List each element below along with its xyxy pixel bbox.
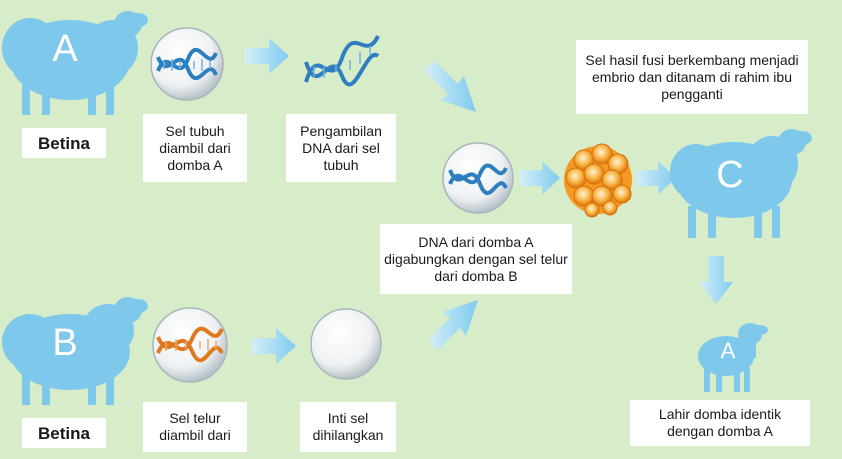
arrow-icon [699, 256, 733, 304]
lamb-letter: A [720, 338, 736, 363]
label-betina-b: Betina [22, 418, 106, 448]
label-sel-tubuh: Sel tubuh diambil dari domba A [143, 114, 247, 182]
sheep-a-icon [2, 11, 148, 115]
enucleated-egg-icon [310, 308, 382, 380]
arrow-icon [636, 161, 676, 195]
label-dna-gabung: DNA dari domba A digabungkan dengan sel … [380, 224, 572, 294]
arrow-icon [424, 60, 476, 112]
label-sel-telur: Sel telur diambil dari [143, 402, 247, 452]
sheep-c-icon [670, 129, 812, 238]
arrow-icon [520, 161, 560, 195]
dna-in-cell-icon [150, 27, 224, 101]
arrow-icon [245, 38, 289, 74]
sheep-c-letter: C [716, 154, 744, 196]
fused-cell-icon [442, 142, 514, 214]
sheep-b-letter: B [52, 322, 78, 364]
lamb-icon [698, 323, 768, 392]
label-betina-a: Betina [22, 128, 106, 158]
sheep-a-letter: A [52, 28, 78, 70]
label-inti-sel: Inti sel dihilangkan [300, 402, 396, 452]
label-sel-fusi: Sel hasil fusi berkembang menjadi embrio… [576, 40, 808, 114]
label-lahir: Lahir domba identik dengan domba A [630, 400, 810, 446]
arrow-icon [428, 300, 478, 350]
label-pengambilan-dna: Pengambilan DNA dari sel tubuh [286, 114, 396, 182]
dna-strand-icon [304, 35, 380, 87]
embryo-icon [564, 143, 632, 218]
sheep-b-icon [2, 297, 148, 405]
egg-cell-dna-icon [152, 307, 228, 383]
arrow-icon [252, 328, 296, 364]
